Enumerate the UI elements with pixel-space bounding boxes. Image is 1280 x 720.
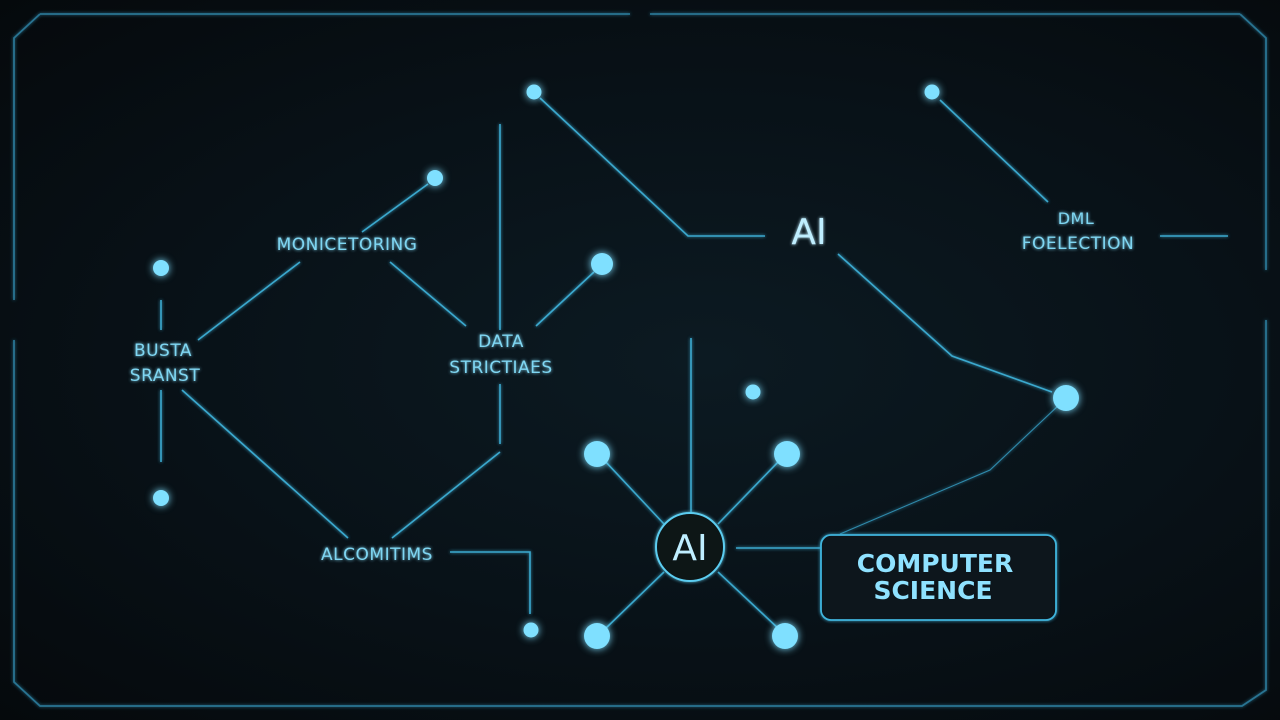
computer-science-line1: COMPUTER [857, 549, 1013, 578]
label-dml-2: FOELECTION [1022, 234, 1134, 254]
label-ai-top: AI [791, 212, 826, 253]
line-monitoring-data [389, 261, 467, 327]
connection-lines [160, 97, 1228, 631]
ai-hub-label: AI [672, 528, 707, 569]
spoke-bottom-right [717, 571, 781, 631]
line-algorithms-structures [391, 451, 501, 539]
line-analyst-monitoring [197, 261, 301, 341]
computer-science-line2: SCIENCE [873, 576, 992, 605]
node-hub-bottom-left [584, 623, 610, 649]
line-glow-cs [839, 403, 1061, 535]
spoke-bottom-left [603, 571, 665, 631]
line-analyst-algorithms [181, 389, 349, 539]
nodes [153, 84, 1079, 649]
node-hub-top-left [584, 441, 610, 467]
node-analyst-top [153, 260, 169, 276]
labels: MONICETORING DATA STRICTIAES BUSTA SRANS… [130, 209, 1134, 565]
node-hub-top-right [774, 441, 800, 467]
label-data-structures-2: STRICTIAES [449, 358, 552, 378]
label-data-analyst-2: SRANST [130, 366, 201, 386]
spoke-top-right [717, 459, 781, 525]
label-algorithms: ALCOMITIMS [321, 545, 433, 565]
node-small-center [745, 384, 761, 400]
node-monitoring [427, 170, 443, 186]
node-algorithms [523, 622, 539, 638]
node-data-structures [591, 253, 613, 275]
label-monitoring: MONICETORING [277, 235, 418, 255]
line-node-ai-top [539, 97, 765, 237]
spoke-top-left [603, 459, 665, 525]
line-ai-glow [837, 253, 1053, 393]
node-top-center [526, 84, 542, 100]
line-monitoring-node [361, 183, 429, 233]
label-data-structures-1: DATA [478, 332, 524, 352]
line-algorithms-bracket [450, 551, 531, 614]
ai-hub: AI [655, 512, 725, 582]
line-dml [939, 99, 1049, 203]
node-top-right [924, 84, 940, 100]
line-data-node [535, 271, 595, 327]
ai-hub-ring [655, 512, 725, 582]
label-dml-1: DML [1058, 209, 1095, 228]
node-hub-bottom-right [772, 623, 798, 649]
computer-science-box: COMPUTER SCIENCE [820, 534, 1057, 621]
computer-science-frame [820, 534, 1057, 621]
node-glow-right [1053, 385, 1079, 411]
outer-frame [13, 13, 1267, 707]
node-analyst-bottom [153, 490, 169, 506]
label-data-analyst-1: BUSTA [134, 341, 192, 361]
